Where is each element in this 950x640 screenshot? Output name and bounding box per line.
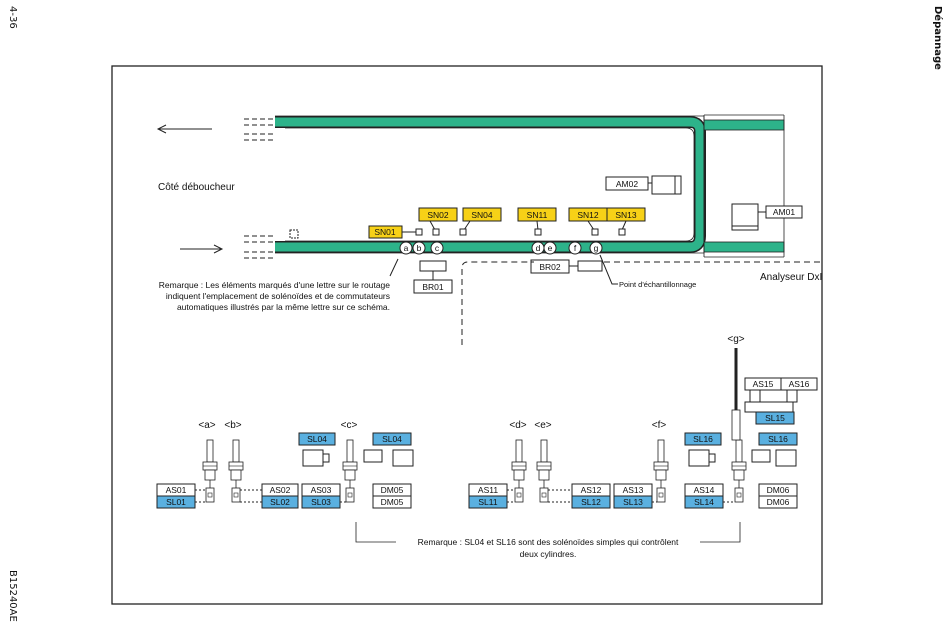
- sn01-label: SN01: [374, 227, 396, 237]
- svg-text:AS13: AS13: [623, 485, 644, 495]
- am01-box: [765, 205, 803, 219]
- track-loop: [275, 115, 706, 254]
- svg-text:<e>: <e>: [534, 420, 551, 431]
- svg-text:AS11: AS11: [478, 485, 498, 495]
- left-group: AS01 SL01 AS02 SL02 AS03 SL03 SL04 SL04 …: [156, 432, 414, 509]
- svg-text:SL14: SL14: [694, 497, 714, 507]
- svg-text:DM05: DM05: [381, 485, 404, 495]
- cote-label: Côté déboucheur: [158, 182, 235, 193]
- svg-text:AS03: AS03: [311, 485, 332, 495]
- svg-text:AS14: AS14: [694, 485, 715, 495]
- svg-text:DM05: DM05: [381, 497, 404, 507]
- track-dashed-ends: [244, 118, 275, 259]
- svg-text:SL13: SL13: [623, 497, 643, 507]
- middle-group: AS11 SL11 AS12 SL12 AS13 SL13: [468, 483, 657, 509]
- am01-label: AM01: [773, 207, 795, 217]
- svg-text:<b>: <b>: [224, 420, 241, 431]
- svg-text:SL01: SL01: [166, 497, 186, 507]
- am02-unit: [651, 175, 679, 195]
- svg-text:SL12: SL12: [581, 497, 601, 507]
- svg-text:SL04: SL04: [382, 434, 402, 444]
- br01-label: BR01: [422, 282, 444, 292]
- svg-text:DM06: DM06: [767, 497, 790, 507]
- right-group: AS14 SL14 SL16 SL16 DM06 DM06 AS15 AS16 …: [684, 377, 818, 509]
- diagram-frame: [111, 65, 823, 605]
- svg-text:<d>: <d>: [509, 420, 526, 431]
- svg-text:e: e: [548, 243, 553, 253]
- svg-text:SL02: SL02: [270, 497, 290, 507]
- remark1-line1: Remarque : Les éléments marqués d'une le…: [159, 280, 391, 290]
- sn04-label: SN04: [471, 210, 493, 220]
- remark2-line1: Remarque : SL04 et SL16 sont des solénoï…: [418, 537, 679, 547]
- sn13-label: SN13: [615, 210, 637, 220]
- sn02-label: SN02: [427, 210, 449, 220]
- svg-text:<f>: <f>: [652, 420, 667, 431]
- svg-text:DM06: DM06: [767, 485, 790, 495]
- br01-box: [413, 279, 453, 294]
- svg-text:SL16: SL16: [768, 434, 788, 444]
- svg-text:<a>: <a>: [198, 420, 215, 431]
- sn-boxes: SN01 SN02 SN04 SN11 SN12 SN13: [368, 207, 646, 239]
- sensor-squares: [402, 220, 627, 236]
- point-label: Point d'échantillonnage: [619, 280, 696, 289]
- remark1-line3: automatiques illustrés par la même lettr…: [177, 302, 390, 312]
- remark2-line2: deux cylindres.: [520, 549, 577, 559]
- svg-text:a: a: [404, 243, 409, 253]
- boundary-dashed: [461, 261, 534, 345]
- svg-text:AS02: AS02: [270, 485, 291, 495]
- svg-text:d: d: [536, 243, 541, 253]
- svg-text:b: b: [417, 243, 422, 253]
- letter-markers: a b c d e f g: [399, 241, 603, 255]
- svg-text:AS15: AS15: [753, 379, 774, 389]
- am02-label: AM02: [616, 179, 638, 189]
- svg-text:g: g: [594, 243, 599, 253]
- remark1-line2: indiquent l'emplacement de solénoïdes et…: [166, 291, 390, 301]
- svg-text:f: f: [574, 243, 577, 253]
- group-tags: <a> <b> <c> <d> <e> <f> <g>: [198, 334, 744, 431]
- br02-label: BR02: [539, 262, 561, 272]
- svg-text:<c>: <c>: [341, 420, 358, 431]
- sn11-label: SN11: [527, 210, 548, 220]
- br02-box: [530, 259, 570, 274]
- svg-text:SL03: SL03: [311, 497, 331, 507]
- svg-text:AS16: AS16: [789, 379, 810, 389]
- svg-text:<g>: <g>: [727, 334, 744, 345]
- svg-text:SL16: SL16: [693, 434, 713, 444]
- analyzer-label: Analyseur DxI: [760, 272, 822, 283]
- sn12-label: SN12: [577, 210, 599, 220]
- svg-text:AS01: AS01: [166, 485, 187, 495]
- svg-text:AS12: AS12: [581, 485, 602, 495]
- direction-arrow-right: [180, 244, 224, 254]
- svg-text:c: c: [435, 243, 440, 253]
- svg-text:SL15: SL15: [765, 413, 785, 423]
- direction-arrow-left: [156, 124, 212, 134]
- svg-text:SL11: SL11: [478, 497, 497, 507]
- svg-text:SL04: SL04: [307, 434, 327, 444]
- analyzer-track: [703, 114, 785, 258]
